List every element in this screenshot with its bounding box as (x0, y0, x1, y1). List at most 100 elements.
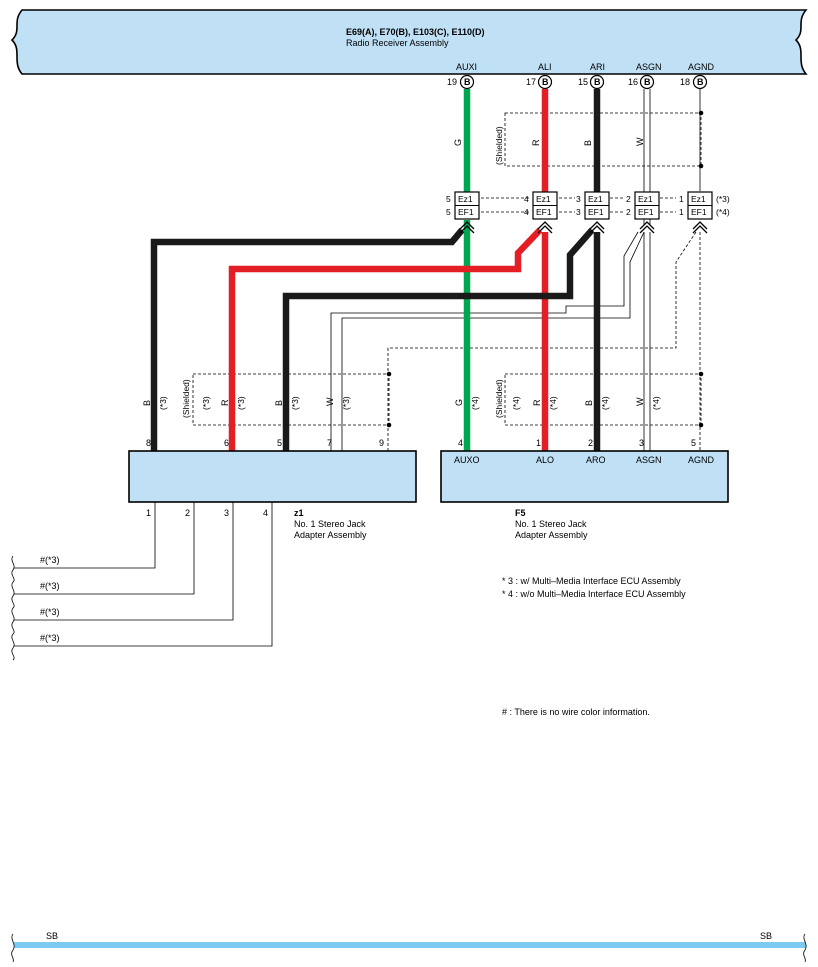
svg-text:(*3): (*3) (341, 396, 351, 410)
svg-text:ALO: ALO (536, 455, 554, 465)
upper-wire-label-w: W (635, 137, 645, 146)
svg-text:R: R (532, 399, 542, 406)
pin-circle-18 (692, 74, 708, 90)
svg-text:7: 7 (327, 438, 332, 448)
pin-num-17: 17 (526, 77, 536, 87)
right-component-line1: No. 1 Stereo Jack (515, 519, 587, 529)
right-component-code: F5 (515, 508, 526, 518)
svg-text:8: 8 (146, 438, 151, 448)
svg-text:1: 1 (679, 207, 684, 217)
svg-text:W: W (325, 397, 335, 406)
svg-text:EF1: EF1 (638, 207, 654, 217)
svg-text:2: 2 (588, 438, 593, 448)
svg-text:4: 4 (458, 438, 463, 448)
svg-text:(*3): (*3) (158, 396, 168, 410)
svg-text:3: 3 (576, 207, 581, 217)
pin-name-agnd: AGND (688, 62, 715, 72)
sb-label-left: SB (46, 931, 58, 941)
svg-text:5: 5 (446, 207, 451, 217)
pin-circle-19 (459, 74, 475, 90)
radio-pins: AUXI ALI ARI ASGN AGND 19 17 15 16 18 B … (447, 62, 715, 90)
left-shield: (Shielded) (*3) (181, 371, 392, 428)
svg-text:(*4): (*4) (600, 396, 610, 410)
upper-wire-label-b: B (583, 140, 593, 146)
sb-bus: SB SB (11, 931, 807, 963)
branch-label-1: #(*3) (40, 555, 60, 565)
branch-label-4: #(*3) (40, 633, 60, 643)
right-shield: (Shielded) (*4) (494, 371, 704, 428)
pin-name-ali: ALI (538, 62, 552, 72)
upper-shield: (Shielded) (494, 89, 704, 191)
pin-num-18: 18 (680, 77, 690, 87)
radio-receiver-box (10, 9, 808, 75)
junction-note-4: (*4) (716, 207, 730, 217)
svg-text:5: 5 (277, 438, 282, 448)
svg-text:5: 5 (691, 438, 696, 448)
svg-text:(*3): (*3) (236, 396, 246, 410)
junction-note-3: (*3) (716, 194, 730, 204)
svg-text:Ez1: Ez1 (536, 194, 551, 204)
right-wire-labels: G (*4) R (*4) B (*4) W (*4) (454, 396, 661, 410)
svg-text:R: R (220, 399, 230, 406)
note-4: * 4 : w/o Multi–Media Interface ECU Asse… (502, 589, 686, 599)
svg-text:EF1: EF1 (691, 207, 707, 217)
pin-conn-16: B (644, 77, 651, 87)
svg-text:G: G (454, 399, 464, 406)
pin-num-15: 15 (578, 77, 588, 87)
radio-receiver-title: E69(A), E70(B), E103(C), E110(D) (346, 27, 485, 37)
svg-text:W: W (635, 397, 645, 406)
left-wire-labels: B (*3) R (*3) B (*3) W (*3) (142, 396, 351, 410)
left-component-box (128, 450, 417, 503)
branch-label-3: #(*3) (40, 607, 60, 617)
chevron-18 (692, 221, 708, 234)
chevron-19 (459, 221, 475, 234)
svg-text:Ez1: Ez1 (691, 194, 706, 204)
svg-text:EF1: EF1 (458, 207, 474, 217)
pin-num-19: 19 (447, 77, 457, 87)
pin-circle-16 (639, 74, 655, 90)
svg-text:Ez1: Ez1 (638, 194, 653, 204)
note-hash: # : There is no wire color information. (502, 707, 650, 717)
svg-text:AUXO: AUXO (454, 455, 480, 465)
svg-text:(*4): (*4) (470, 396, 480, 410)
svg-text:1: 1 (679, 194, 684, 204)
svg-text:4: 4 (524, 194, 529, 204)
left-pins-top: 8 6 5 7 9 (146, 438, 384, 448)
chevron-16 (639, 221, 655, 234)
right-shield-label: (Shielded) (494, 379, 504, 418)
left-component-line1: No. 1 Stereo Jack (294, 519, 366, 529)
junctions: Ez1 EF1 Ez1 EF1 Ez1 EF1 Ez1 EF1 Ez1 EF1 … (446, 191, 730, 234)
svg-text:Ez1: Ez1 (588, 194, 603, 204)
svg-text:2: 2 (626, 194, 631, 204)
svg-text:Ez1: Ez1 (458, 194, 473, 204)
svg-text:3: 3 (576, 194, 581, 204)
left-shield-label: (Shielded) (181, 379, 191, 418)
pin-name-asgn: ASGN (636, 62, 662, 72)
upper-wire-label-g: G (453, 139, 463, 146)
pin-conn-15: B (594, 77, 601, 87)
left-component-code: z1 (294, 508, 304, 518)
svg-text:3: 3 (639, 438, 644, 448)
svg-text:4: 4 (263, 508, 268, 518)
radio-receiver-subtitle: Radio Receiver Assembly (346, 38, 449, 48)
svg-text:EF1: EF1 (588, 207, 604, 217)
svg-text:2: 2 (626, 207, 631, 217)
svg-text:1: 1 (536, 438, 541, 448)
pin-circle-17 (537, 74, 553, 90)
branch-label-2: #(*3) (40, 581, 60, 591)
wire-black-auxi (150, 227, 465, 451)
svg-text:(*4): (*4) (548, 396, 558, 410)
chevron-15 (589, 221, 605, 234)
pin-circle-15 (589, 74, 605, 90)
svg-text:3: 3 (224, 508, 229, 518)
right-pin-names: AUXO ALO ARO ASGN AGND (454, 455, 715, 465)
sb-label-right: SB (760, 931, 772, 941)
note-3: * 3 : w/ Multi–Media Interface ECU Assem… (502, 576, 681, 586)
left-pins-bottom: 1 2 3 4 (146, 508, 268, 518)
svg-text:EF1: EF1 (536, 207, 552, 217)
upper-wire-label-r: R (531, 139, 541, 146)
left-component-line2: Adapter Assembly (294, 530, 367, 540)
upper-shield-label: (Shielded) (494, 126, 504, 165)
svg-text:B: B (142, 400, 152, 406)
